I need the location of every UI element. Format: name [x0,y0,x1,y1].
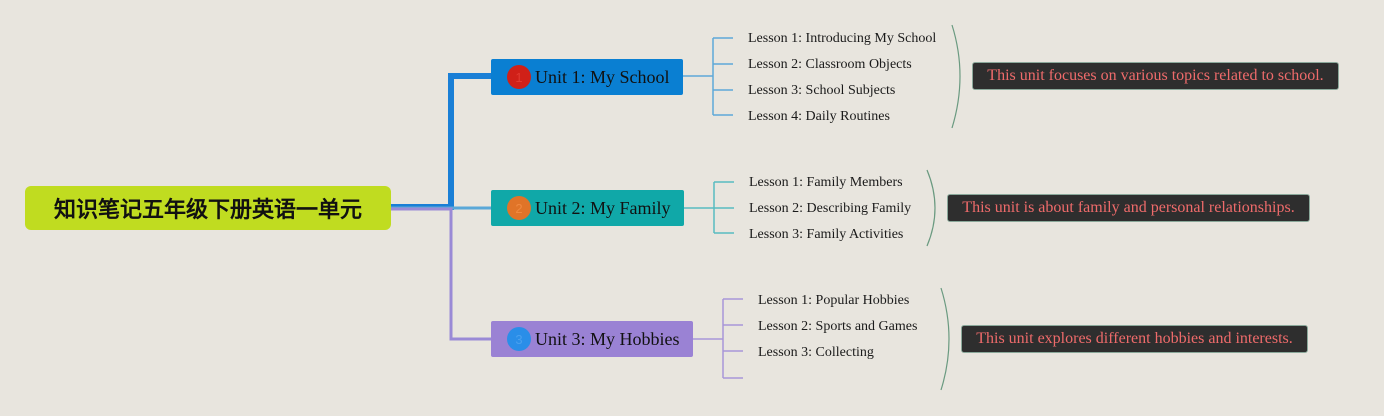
unit-summary-2[interactable]: This unit is about family and personal r… [947,194,1310,222]
unit-number-badge: 3 [507,327,531,351]
unit-topic-3[interactable]: 3 Unit 3: My Hobbies [491,321,693,357]
lesson-item[interactable]: Lesson 2: Sports and Games [758,319,918,334]
branch-line-unit-1 [391,73,491,210]
unit-title: Unit 1: My School [535,66,670,87]
summary-brace-unit-2 [926,169,936,247]
lesson-item[interactable]: Lesson 3: Collecting [758,345,874,360]
lesson-item[interactable]: Lesson 1: Introducing My School [748,31,937,46]
lesson-connectors-unit-1 [683,37,733,116]
unit-topic-2[interactable]: 2 Unit 2: My Family [491,190,684,226]
unit-title: Unit 3: My Hobbies [535,328,680,349]
lesson-connectors-unit-2 [684,181,734,234]
root-topic[interactable]: 知识笔记五年级下册英语一单元 [25,186,391,230]
unit-number-badge: 1 [507,65,531,89]
summary-brace-unit-1 [951,24,961,129]
lesson-item[interactable]: Lesson 3: School Subjects [748,83,896,98]
unit-summary-1[interactable]: This unit focuses on various topics rela… [972,62,1339,90]
branch-line-unit-3 [391,207,491,341]
lesson-item[interactable]: Lesson 2: Describing Family [749,201,912,216]
lesson-item[interactable]: Lesson 1: Family Members [749,175,903,190]
unit-topic-1[interactable]: 1 Unit 1: My School [491,59,683,95]
lesson-connectors-unit-3 [693,298,743,379]
lesson-item[interactable]: Lesson 4: Daily Routines [748,109,890,124]
summary-brace-unit-3 [940,287,950,391]
lesson-item[interactable]: Lesson 1: Popular Hobbies [758,293,910,308]
unit-summary-3[interactable]: This unit explores different hobbies and… [961,325,1308,353]
unit-number-badge: 2 [507,196,531,220]
lesson-item[interactable]: Lesson 2: Classroom Objects [748,57,912,72]
unit-title: Unit 2: My Family [535,197,671,218]
lesson-item[interactable]: Lesson 3: Family Activities [749,227,904,242]
